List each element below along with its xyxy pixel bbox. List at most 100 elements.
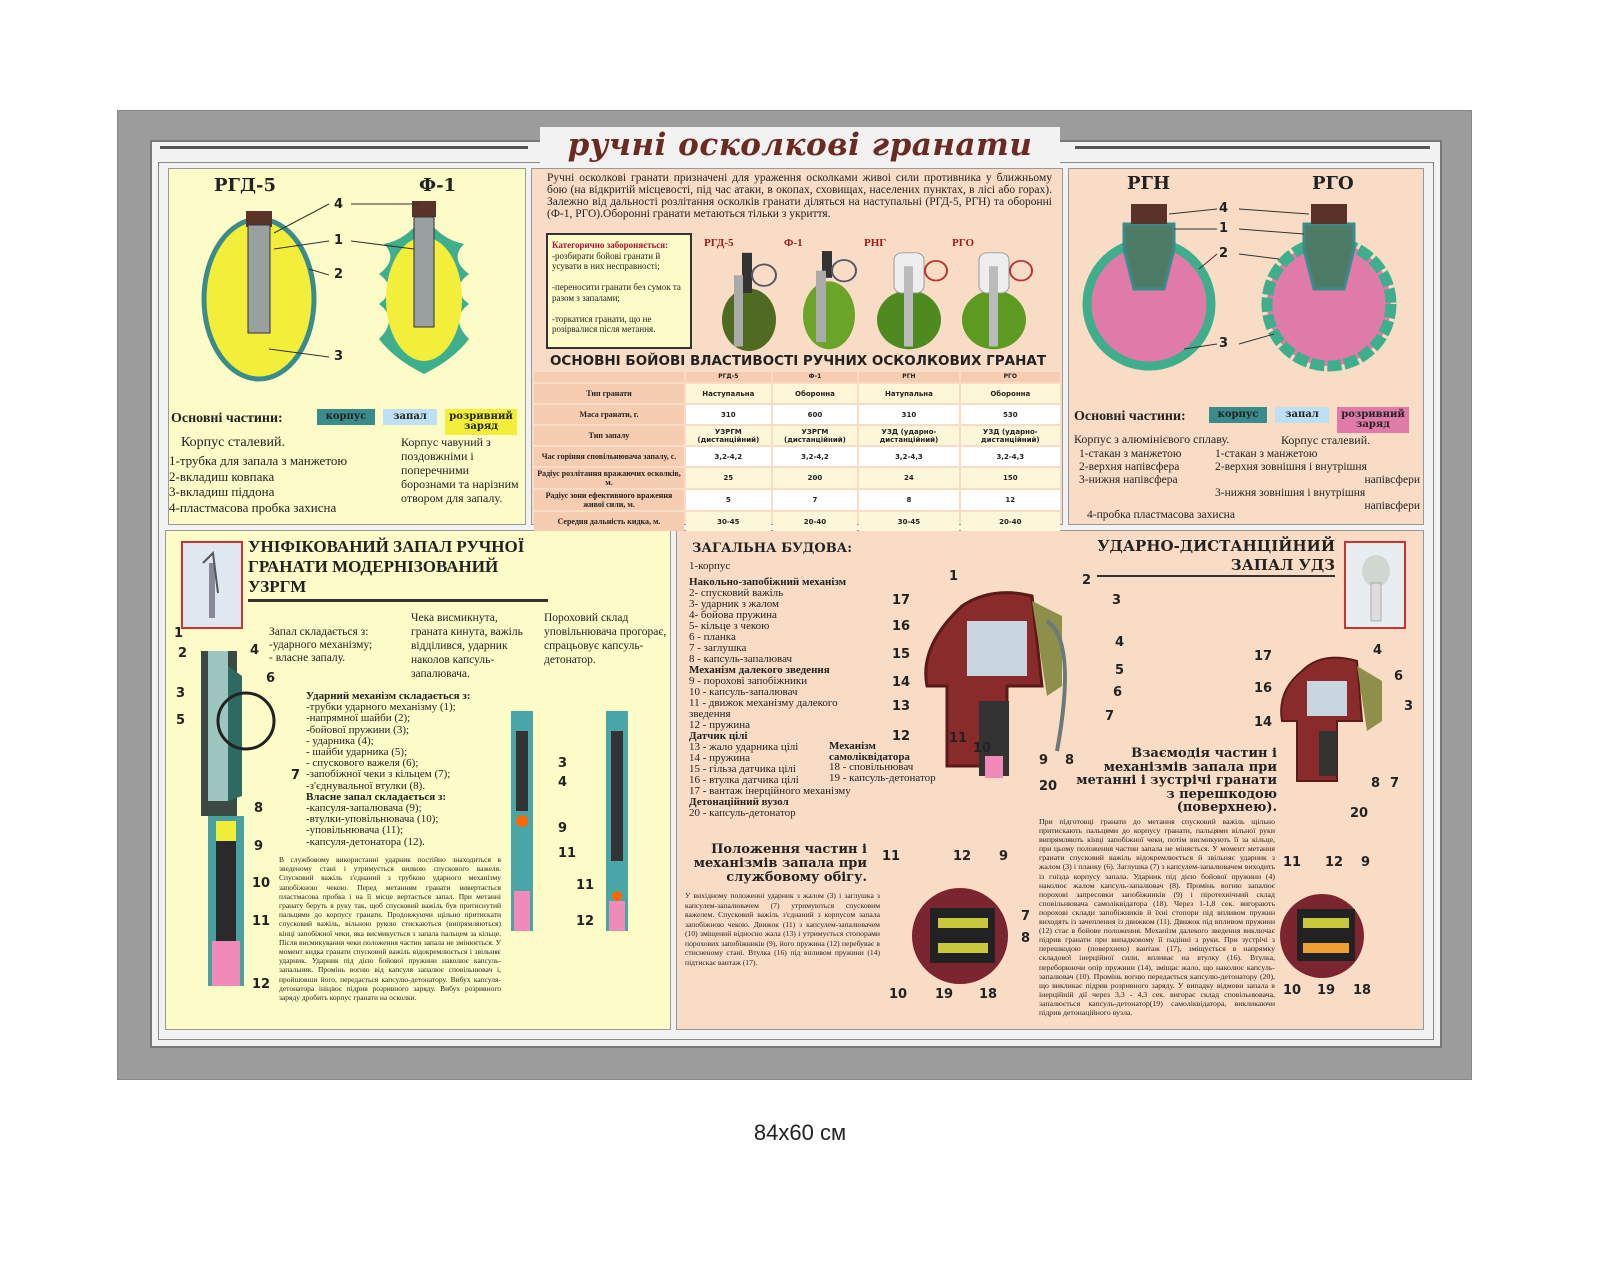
- callout: 9: [558, 821, 568, 836]
- callout-number: 11: [1283, 855, 1302, 870]
- callout-number: 6: [1113, 685, 1123, 700]
- selfdestruct-list: Механізм самоліквідатора 18 - сповільнюв…: [829, 741, 939, 783]
- callout: 1: [174, 626, 184, 641]
- column-header: Ф-1: [772, 372, 858, 382]
- rgn-plug: 4-пробка пластмасова захисна: [1087, 509, 1235, 521]
- group-title: Накольно-запобіжний механізм: [689, 576, 847, 588]
- intro-text: Ручні осколкові гранати призначені для у…: [547, 172, 1052, 220]
- list-item: -капсуля-детонатора (12).: [306, 835, 425, 848]
- column-header: РГД-5: [686, 372, 771, 382]
- title-rule-left: [160, 146, 528, 149]
- part-item: 3-нижня напівсфера: [1079, 474, 1178, 486]
- callout-3: 3: [1219, 336, 1229, 351]
- list-item: 4- бойова пружина: [689, 609, 777, 621]
- list-item: - шайби ударника (5);: [306, 746, 408, 759]
- warning-item: -торкатися гранати, що не розірвалися пі…: [552, 313, 656, 335]
- list-item: 15 - гільза датчика цілі: [689, 763, 796, 775]
- uzrgm-paragraph: В службовому використанні ударник постій…: [279, 855, 501, 1003]
- part-item: 1-стакан з манжетою: [1079, 448, 1182, 460]
- callout-number: 6: [1394, 669, 1404, 684]
- udz-title-line: ЗАПАЛ УДЗ: [1097, 556, 1335, 577]
- group-title: Детонаційний вузол: [689, 796, 789, 808]
- text-line: - власне запалу.: [269, 652, 346, 664]
- panel-rgd5-f1: РГД-5 Ф-1 4 1 2 3 Основні частини: корпу…: [168, 168, 526, 525]
- table-cell: 310: [686, 405, 771, 424]
- table-cell: 30-45: [686, 512, 771, 531]
- callout-number: 7: [1021, 909, 1031, 924]
- f1-body: Корпус чавуний з поздовжніми і поперечни…: [401, 435, 519, 505]
- legend-korpus: корпус: [317, 409, 375, 425]
- part-item: 2-верхня зовнішня і внутрішня напівсфери: [1215, 461, 1420, 486]
- callout-number: 19: [935, 987, 954, 1002]
- callout-number: 12: [953, 849, 972, 864]
- table-cell: 530: [960, 405, 1060, 424]
- service-text: У вихідному положенні ударник з жалом (3…: [685, 891, 880, 967]
- callout-number: 12: [892, 729, 911, 744]
- text-line: -ударного механізму;: [269, 639, 373, 651]
- column-header: [534, 372, 684, 382]
- table-cell: 3,2-4,3: [859, 447, 959, 466]
- panel-overview: Ручні осколкові гранати призначені для у…: [531, 168, 1063, 531]
- callout-number: 10: [1283, 983, 1302, 998]
- interaction-title: Взаємодія частин і механізмів запала при…: [1076, 746, 1277, 815]
- table-row: Радіус зони ефективного враження живої с…: [534, 490, 1060, 510]
- table-cell: 5: [686, 490, 771, 510]
- table-row: Час горіння сповільнювача запалу, с.3,2-…: [534, 447, 1060, 466]
- table-cell: Радіус зони ефективного враження живої с…: [534, 490, 684, 510]
- part-item: 3-вкладиш піддона: [169, 484, 275, 499]
- table-cell: Маса гранати, г.: [534, 405, 684, 424]
- legend-charge: розривний заряд: [1337, 407, 1409, 433]
- table-cell: 3,2-4,2: [686, 447, 771, 466]
- table-cell: Тип гранати: [534, 384, 684, 403]
- callout: 11: [576, 878, 595, 893]
- table-cell: Наступальна: [686, 384, 771, 403]
- table-cell: 3,2-4,2: [772, 447, 858, 466]
- callout-2: 2: [1219, 246, 1229, 261]
- callout-2: 2: [334, 267, 344, 282]
- callout-number: 7: [1105, 709, 1115, 724]
- table-cell: Середня дальність кидка, м.: [534, 512, 684, 531]
- table-cell: УЗД (ударно-дистанційний): [859, 426, 959, 445]
- table-cell: 25: [686, 468, 771, 488]
- page-title: ручні осколкові гранати: [540, 127, 1060, 171]
- callout: 2: [178, 646, 188, 661]
- part-item: 2-вкладиш ковпака: [169, 468, 275, 484]
- callout-number: 19: [1317, 983, 1336, 998]
- callout-4: 4: [1219, 201, 1229, 216]
- table-cell: УЗД (ударно-дистанційний): [960, 426, 1060, 445]
- callout: 11: [558, 846, 577, 861]
- callout-number: 18: [1353, 983, 1372, 998]
- strike-title: Ударний механізм складається з:: [306, 690, 471, 702]
- callout-number: 3: [1404, 699, 1414, 714]
- list-item: -бойової пружини (3);: [306, 723, 410, 736]
- part-item: 3-нижня зовнішня і внутрішня напівсфери: [1215, 487, 1420, 512]
- warning-item: -переносити гранати без сумок та разом з…: [552, 282, 681, 303]
- callout: 6: [266, 671, 276, 686]
- photo-label-rgo: РГО: [952, 237, 974, 249]
- table-cell: 20-40: [772, 512, 858, 531]
- table-cell: 8: [859, 490, 959, 510]
- parts-list: 1-корпус Накольно-запобіжний механізм 2-…: [689, 561, 874, 819]
- callout-number: 1: [949, 569, 959, 584]
- title-rule-right: [1075, 146, 1430, 149]
- photo-label-rgd5: РГД-5: [704, 237, 734, 249]
- list-item: 16 - втулка датчика цілі: [689, 774, 799, 786]
- callout-number: 16: [1254, 681, 1273, 696]
- parts-label: Основні частини:: [171, 411, 283, 426]
- legend-zapal: запал: [1275, 407, 1329, 423]
- callout-number: 12: [1325, 855, 1344, 870]
- list-item: 3- ударник з жалом: [689, 598, 779, 610]
- warning-item: -розбирати бойові гранати й усувати в ни…: [552, 250, 661, 272]
- photo-label-f1: Ф-1: [784, 237, 803, 249]
- udz-photo: [1344, 541, 1406, 629]
- callout-number: 10: [973, 741, 992, 756]
- list-item: - спускового важеля (6);: [306, 757, 419, 770]
- callout-number: 17: [1254, 649, 1273, 664]
- list-item: 11 - движок механізму далекого зведення: [689, 697, 838, 720]
- rgd5-label: РГД-5: [214, 175, 276, 196]
